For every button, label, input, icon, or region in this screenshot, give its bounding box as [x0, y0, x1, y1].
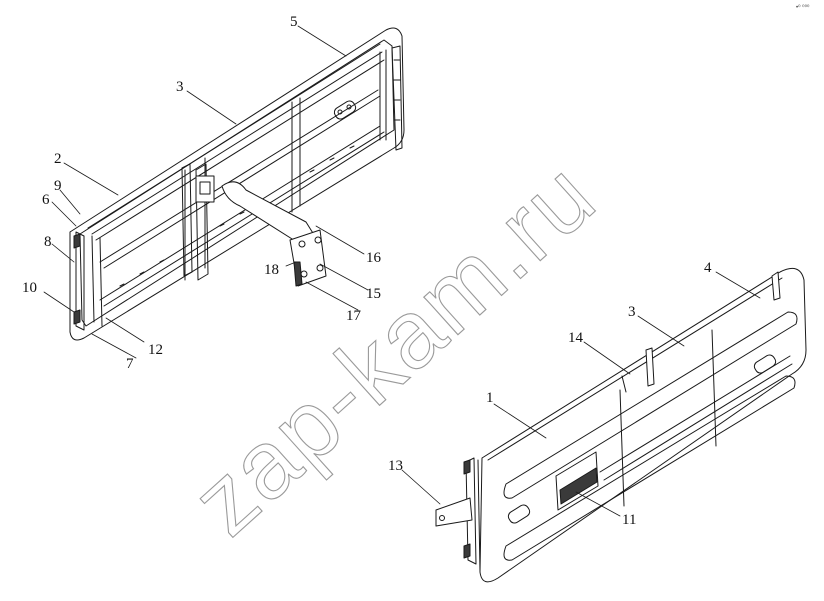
right-panel-groove-bottom [503, 375, 796, 561]
right-panel-side-hinge-dark [463, 459, 471, 559]
right-panel-latch-4 [771, 271, 781, 301]
strut-bolt-d [316, 264, 324, 272]
left-panel-assembly [69, 27, 405, 341]
callout-15: 15 [366, 286, 381, 302]
right-panel-outer [479, 267, 807, 583]
left-panel-top-rail [87, 43, 385, 241]
right-panel-latch-14 [621, 347, 655, 393]
right-panel-groove-top [503, 311, 798, 499]
left-panel-handle-hole-a [337, 109, 343, 115]
left-panel-center-plate-window [199, 181, 211, 195]
callout-3-right: 3 [628, 304, 636, 320]
left-panel-center-hinge [181, 163, 209, 281]
callout-5: 5 [290, 14, 298, 30]
right-panel-divider-b [711, 329, 717, 447]
right-panel-latch-left [507, 504, 531, 524]
left-panel-left-hinge [75, 231, 103, 331]
left-panel-right-hinge [379, 45, 403, 151]
callout-14: 14 [568, 330, 584, 346]
callout-16: 16 [366, 250, 382, 266]
left-panel-handle-hole-b [346, 104, 352, 110]
mounting-bracket-hole [439, 515, 445, 521]
right-panel-handle-grip [559, 467, 598, 505]
right-panel-groove-mid [599, 355, 793, 481]
left-panel-mid-rail [99, 89, 381, 269]
callout-18: 18 [264, 262, 279, 278]
left-panel-lower-rail [99, 125, 385, 307]
callout-1: 1 [486, 390, 494, 406]
strut-bolt-a [298, 240, 306, 248]
callout-6: 6 [42, 192, 50, 208]
strut-bolt-b [314, 236, 322, 244]
right-panel-latch-right [753, 354, 777, 374]
callout-9: 9 [54, 178, 62, 194]
strut-foot [293, 261, 303, 287]
left-panel-left-hinge-dark [73, 233, 81, 325]
leader-lines [43, 25, 761, 517]
callout-2: 2 [54, 151, 62, 167]
left-panel-handle-cutout [333, 100, 357, 120]
callout-11: 11 [622, 512, 636, 528]
callout-3-left: 3 [176, 79, 184, 95]
mounting-bracket [435, 497, 473, 527]
callout-13: 13 [388, 458, 403, 474]
left-panel-inner-frame [79, 39, 395, 327]
right-panel-assembly [435, 267, 807, 583]
left-panel-ribs [184, 97, 301, 281]
callout-7: 7 [126, 356, 134, 372]
corner-mark: •⁰ ⁰⁰⁰ [796, 4, 810, 11]
right-panel-side-hinge [465, 457, 481, 573]
left-panel-center-plate [195, 175, 215, 203]
callout-17: 17 [346, 308, 362, 324]
right-panel-inner-edge [487, 277, 783, 461]
callout-4: 4 [704, 260, 712, 276]
callout-12: 12 [148, 342, 163, 358]
callout-10: 10 [22, 280, 37, 296]
right-panel-divider-a [619, 389, 625, 507]
callout-8: 8 [44, 234, 52, 250]
callout-labels: 1 2 3 3 4 5 6 7 8 9 10 11 12 13 14 15 16… [22, 14, 712, 528]
